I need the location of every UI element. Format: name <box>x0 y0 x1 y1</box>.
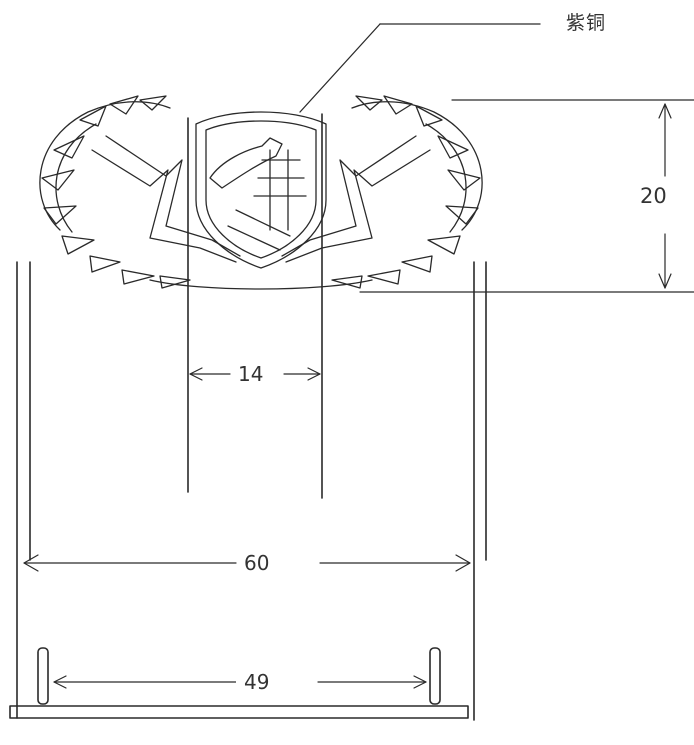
base-width-label: 49 <box>236 672 278 692</box>
inner-width-label: 14 <box>236 362 266 386</box>
height-label: 20 <box>640 184 667 208</box>
wreath-emblem <box>39 95 483 290</box>
material-label: 紫铜 <box>566 12 607 34</box>
base-plate <box>9 705 469 719</box>
outer-width-label: 60 <box>238 553 276 573</box>
inner-pins <box>187 113 323 499</box>
base-width-dimension <box>53 675 427 689</box>
inner-width-dimension <box>189 367 321 381</box>
height-dimension <box>359 99 694 293</box>
outer-width-dimension <box>23 554 471 572</box>
outer-frame <box>16 261 487 721</box>
base-pins <box>37 647 441 705</box>
material-leader-line <box>299 23 541 113</box>
